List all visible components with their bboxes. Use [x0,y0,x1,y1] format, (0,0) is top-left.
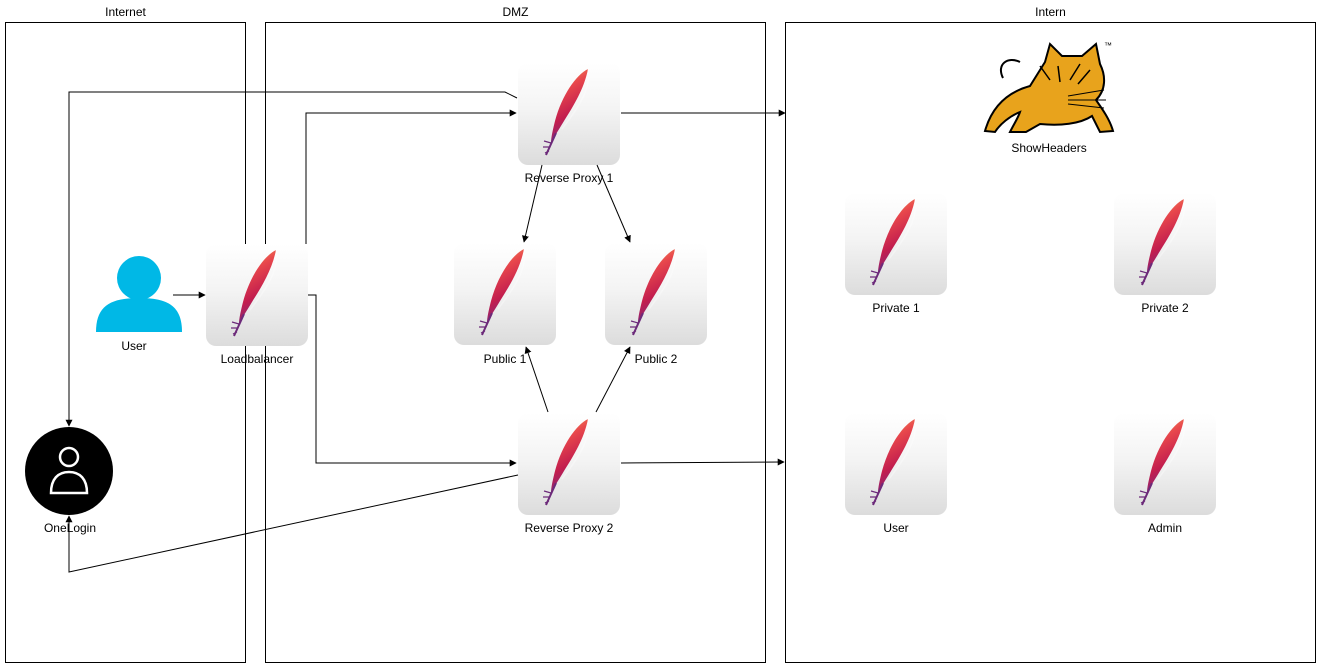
label-reverse-proxy-2: Reverse Proxy 2 [524,521,614,535]
node-public-2[interactable] [605,243,707,345]
onelogin-icon [25,427,113,515]
edge-lb-rp1 [305,109,517,244]
label-public-2: Public 2 [634,352,678,366]
edge-lb-rp2 [308,294,517,467]
zone-intern [785,22,1316,663]
node-admin[interactable] [1114,413,1216,515]
edge-rp2-onelogin [65,474,519,573]
node-private-2[interactable] [1114,193,1216,295]
node-intern-user[interactable] [845,413,947,515]
label-private-2: Private 2 [1141,301,1189,315]
user-silhouette-icon [96,256,182,332]
zone-internet [5,22,246,663]
label-admin: Admin [1147,521,1182,535]
label-showheaders: ShowHeaders [1011,141,1087,155]
node-private-1[interactable] [845,193,947,295]
node-loadbalancer[interactable] [206,244,308,346]
tomcat-icon: ™ [983,41,1115,134]
label-user-actor: User [121,339,147,353]
zone-internet-label: Internet [105,5,146,19]
tomcat-trademark: ™ [1104,41,1112,50]
zone-dmz-label: DMZ [502,5,529,19]
label-loadbalancer: Loadbalancer [220,352,294,366]
zone-intern-label: Intern [1035,5,1066,19]
edge-rp2-public1 [524,346,549,413]
edge-rp2-public2 [595,346,631,413]
node-reverse-proxy-2[interactable] [518,413,620,515]
node-reverse-proxy-1[interactable] [518,63,620,165]
label-onelogin: OneLogin [43,521,97,535]
edge-rp2-intern [620,458,785,466]
label-intern-user: User [883,521,909,535]
label-public-1: Public 1 [483,352,527,366]
label-private-1: Private 1 [872,301,920,315]
node-public-1[interactable] [454,243,556,345]
edge-rp1-onelogin [65,91,518,427]
edge-rp1-public1 [522,164,543,243]
label-reverse-proxy-1: Reverse Proxy 1 [524,171,614,185]
edge-rp1-public2 [596,164,631,243]
